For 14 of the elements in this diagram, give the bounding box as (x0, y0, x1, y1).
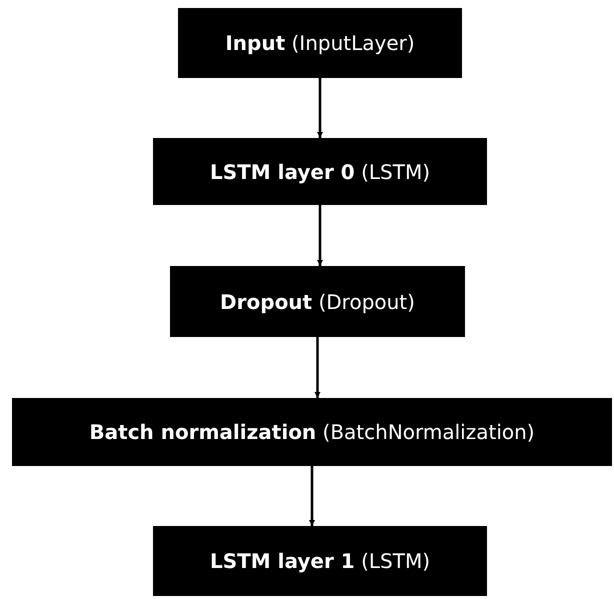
layer-box (12, 398, 612, 466)
layer-label: Dropout (Dropout) (220, 290, 415, 314)
layer-box (178, 8, 462, 78)
layer-box (153, 138, 487, 205)
layer-box (153, 526, 487, 596)
arrow (317, 78, 323, 138)
layer-label: LSTM layer 1 (LSTM) (210, 549, 430, 573)
arrow (317, 205, 323, 266)
arrow (309, 466, 315, 526)
layer-label: Input (InputLayer) (225, 31, 415, 55)
layer-label: LSTM layer 0 (LSTM) (210, 160, 430, 184)
layer-box (170, 266, 465, 337)
arrow (314, 337, 320, 398)
layer-label: Batch normalization (BatchNormalization) (89, 420, 535, 444)
